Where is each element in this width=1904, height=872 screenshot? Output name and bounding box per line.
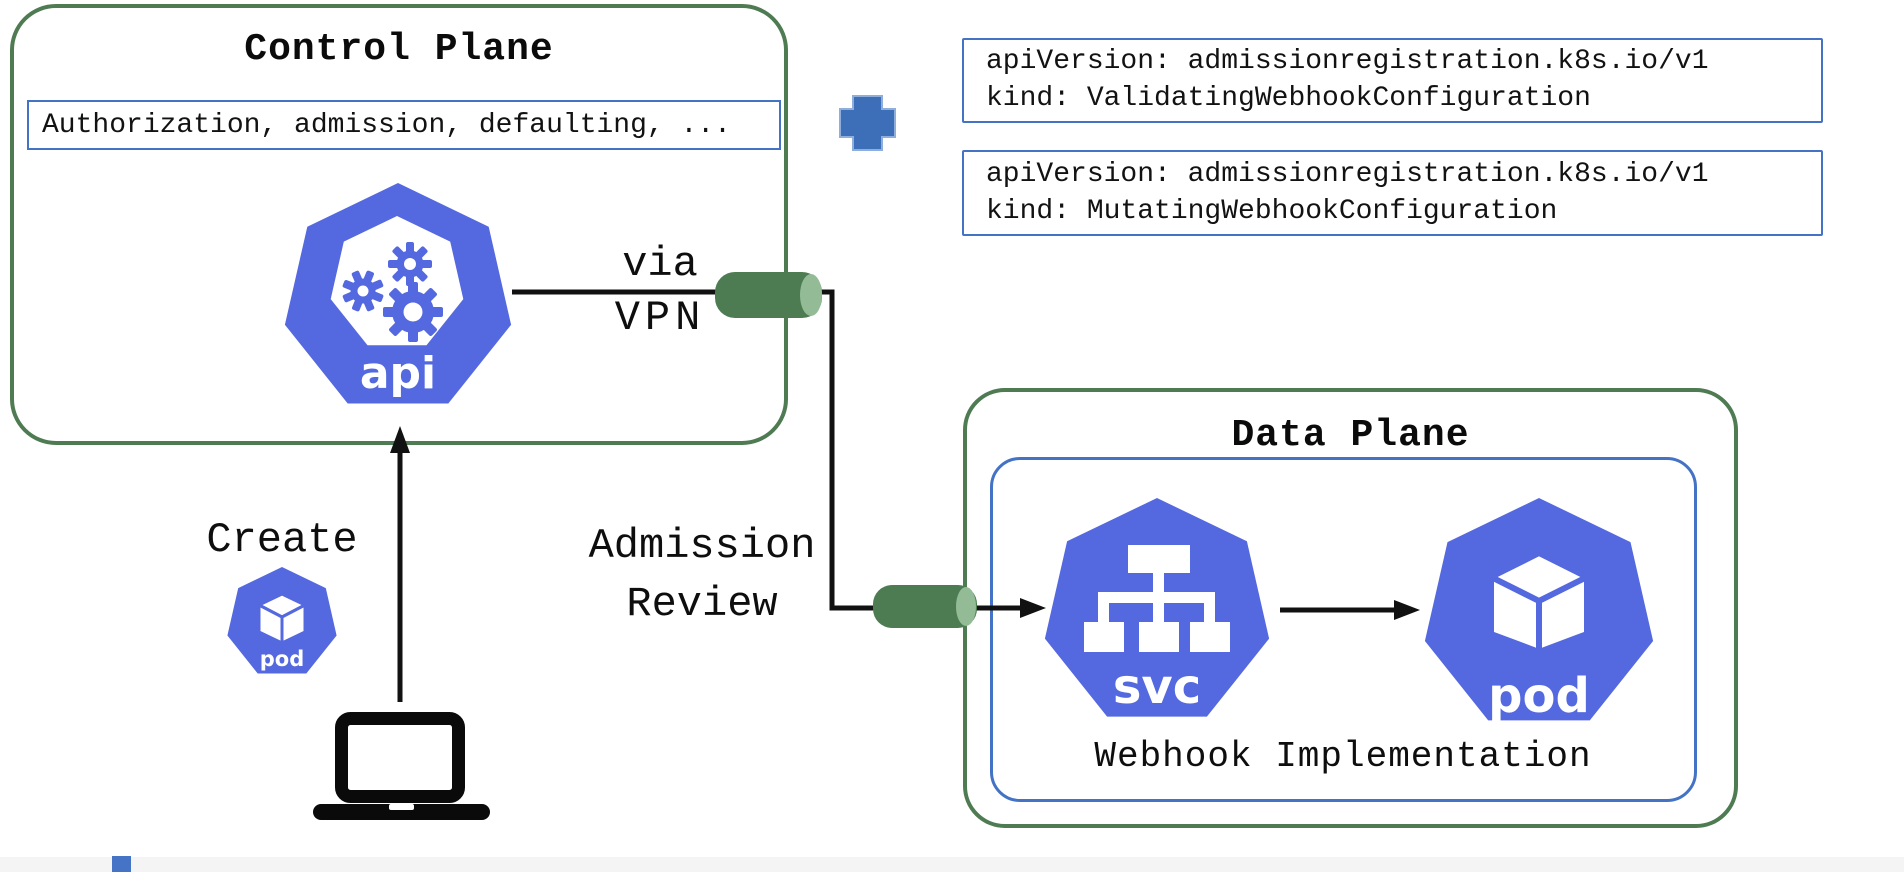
kubernetes-api-icon: api [284,183,512,404]
validating-webhook-config-box: apiVersion: admissionregistration.k8s.io… [962,38,1823,123]
kubernetes-pod-icon-small: pod [227,567,337,674]
cube-glyph [257,592,307,645]
pipe-body [873,585,977,628]
service-tree-glyph [1084,545,1230,652]
data-plane-title: Data Plane [1231,414,1470,457]
kubernetes-service-icon: svc [1044,498,1270,717]
mutating-config-line2: kind: MutatingWebhookConfiguration [986,195,1558,227]
webhook-implementation-label: Webhook Implementation [1094,736,1592,777]
webhook-implementation-box [990,457,1697,802]
bottom-blue-fragment [112,856,131,872]
validating-config-line1: apiVersion: admissionregistration.k8s.io… [986,46,1709,77]
pod-icon-label: pod [260,647,305,671]
arrowhead-into-svc [1020,598,1046,618]
laptop-screen [335,712,465,803]
control-plane-title: Control Plane [244,28,554,71]
bottom-strip [0,857,1904,872]
admission-chain-box: Authorization, admission, defaulting, ..… [27,100,781,150]
arrowhead-into-api [390,426,410,453]
pipe-opening [956,587,976,626]
pipe-body [715,272,822,318]
plus-icon [839,95,896,151]
admission-review-line2: Review [626,580,778,628]
admission-review-line1: Admission [588,522,816,570]
via-label-line2: VPN [614,294,706,342]
laptop-notch [389,804,414,810]
validating-config-line2: kind: ValidatingWebhookConfiguration [986,83,1591,114]
vpn-pipe-icon-bottom [873,585,977,628]
kubernetes-pod-icon: pod [1424,498,1654,724]
vpn-pipe-icon-top [715,272,822,318]
gear-icon [383,282,443,342]
svc-icon-label: svc [1113,659,1201,715]
pod-icon-label: pod [1488,668,1590,724]
api-icon-label: api [360,348,436,399]
gear-icon [388,242,432,286]
admission-review-label: Admission Review [492,517,912,633]
cube-glyph [1488,550,1590,655]
laptop-icon [313,712,490,820]
mutating-webhook-config-box: apiVersion: admissionregistration.k8s.io… [962,150,1823,236]
via-label-line1: via [622,240,698,288]
laptop-base [313,804,490,820]
mutating-config-line1: apiVersion: admissionregistration.k8s.io… [986,158,1709,190]
pipe-opening [800,274,822,316]
create-label: Create [206,516,358,564]
arrowhead-into-pod [1394,600,1420,620]
gear-icon [342,270,384,312]
admission-chain-text: Authorization, admission, defaulting, ..… [42,109,731,141]
via-vpn-label: via VPN [560,237,760,345]
